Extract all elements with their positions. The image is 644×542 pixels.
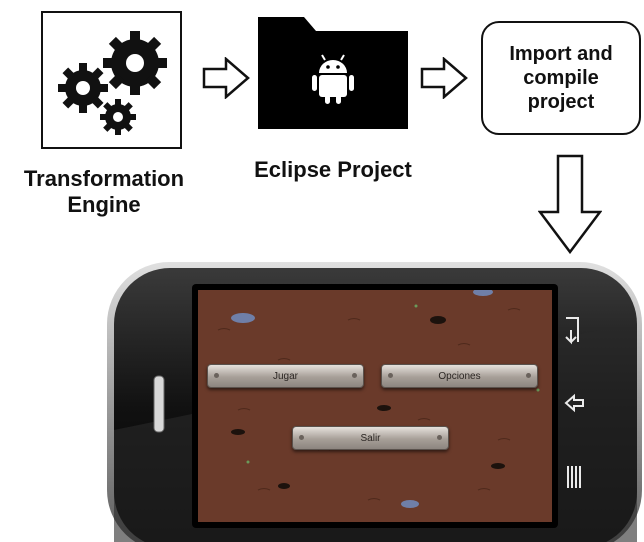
dirt-texture xyxy=(217,290,540,508)
arrow-right-icon xyxy=(202,57,250,99)
import-compile-line3: project xyxy=(527,91,595,113)
game-screen: Jugar Opciones Salir xyxy=(198,290,552,522)
rivet-icon xyxy=(352,373,357,378)
rivet-icon xyxy=(388,373,393,378)
arrow-down-icon xyxy=(538,154,602,254)
rivet-icon xyxy=(526,373,531,378)
android-folder-icon xyxy=(258,17,408,129)
rivet-icon xyxy=(214,373,219,378)
exit-button[interactable]: Salir xyxy=(292,426,449,450)
import-compile-line1: Import and xyxy=(509,43,613,65)
transformation-engine-label: Transformation Engine xyxy=(4,166,204,219)
gears-icon xyxy=(58,31,167,135)
exit-button-label: Salir xyxy=(360,432,381,444)
arrow-right-icon xyxy=(420,57,468,99)
options-button[interactable]: Opciones xyxy=(381,364,538,388)
play-button[interactable]: Jugar xyxy=(207,364,364,388)
transformation-engine-box xyxy=(41,11,182,149)
options-button-label: Opciones xyxy=(438,370,481,382)
rivet-icon xyxy=(299,435,304,440)
transformation-engine-label-line2: Engine xyxy=(67,192,141,218)
rivet-icon xyxy=(437,435,442,440)
play-button-label: Jugar xyxy=(272,370,298,382)
eclipse-project-label: Eclipse Project xyxy=(254,157,412,182)
transformation-engine-label-line1: Transformation xyxy=(23,166,185,191)
import-compile-box: Import and compile project xyxy=(481,21,641,135)
import-compile-line2: compile xyxy=(523,67,599,89)
